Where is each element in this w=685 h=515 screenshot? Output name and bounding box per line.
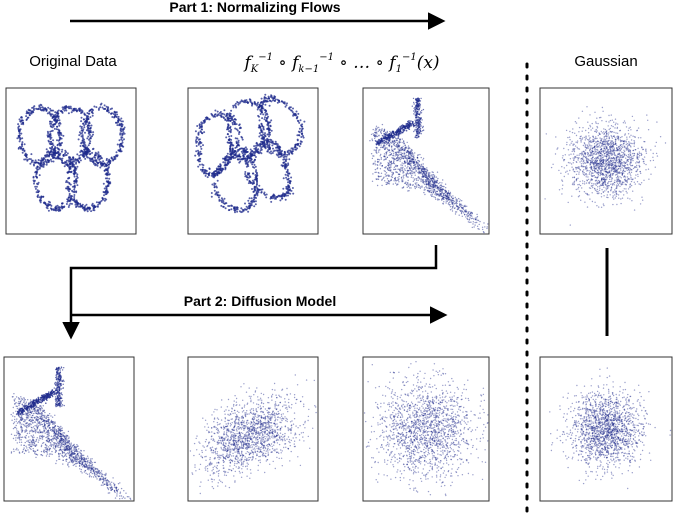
panel-gaussian-result-points — [549, 367, 672, 490]
elbow-arrow — [62, 245, 438, 340]
scatter-panels — [3, 87, 673, 502]
panel-gaussian-target — [539, 87, 673, 235]
panel-gaussian-result — [539, 356, 673, 502]
panel-original-data-points — [16, 102, 126, 213]
original-data-label: Original Data — [29, 53, 117, 70]
part1-title: Part 1: Normalizing Flows — [169, 0, 340, 15]
panel-flow-step-2 — [362, 87, 490, 235]
panel-flow-step-1 — [187, 87, 319, 235]
panel-diffusion-step-1 — [187, 356, 319, 502]
scatter-points — [10, 93, 672, 500]
panel-diffusion-step-2 — [362, 356, 490, 502]
panel-diffusion-start — [3, 356, 135, 502]
flow-formula: fK−1 ∘ fk−1−1 ∘ … ∘ f1−1(x) — [242, 52, 439, 75]
panel-diffusion-step-2-points — [363, 361, 489, 497]
panel-gaussian-target-points — [544, 106, 667, 226]
panel-flow-step-2-points — [369, 97, 489, 234]
panel-diffusion-start-points — [10, 366, 132, 500]
panel-flow-step-1-points — [194, 93, 306, 214]
part2-title: Part 2: Diffusion Model — [184, 293, 336, 309]
panel-diffusion-step-1-points — [189, 374, 317, 495]
gaussian-label: Gaussian — [574, 53, 637, 70]
